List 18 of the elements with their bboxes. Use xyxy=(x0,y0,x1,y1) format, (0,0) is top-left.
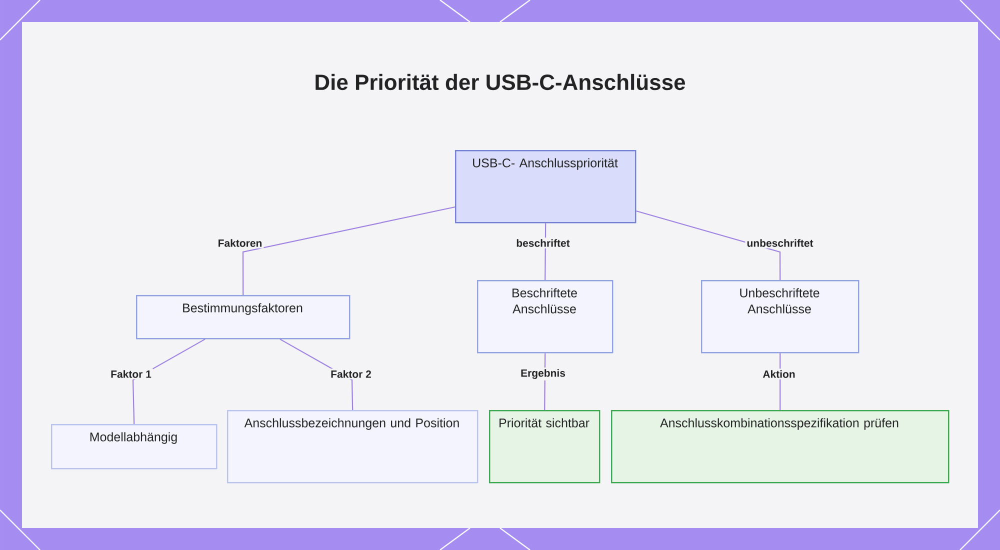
connector xyxy=(636,210,781,280)
edge-label: unbeschriftet xyxy=(745,238,815,248)
edge-label: Faktoren xyxy=(216,238,264,248)
box-root: USB-C- Anschlusspriorität xyxy=(455,150,636,224)
connector xyxy=(242,206,456,295)
edge-label: Ergebnis xyxy=(519,368,567,380)
box: Unbeschriftete Anschlüsse xyxy=(701,280,860,354)
box: Anschlusskombinationsspezifikation prüfen xyxy=(611,410,950,484)
box: Bestimmungsfaktoren xyxy=(136,295,350,340)
edge-label: Faktor 2 xyxy=(329,368,373,380)
edge-label: Aktion xyxy=(761,368,797,380)
box: Priorität sichtbar xyxy=(489,410,600,484)
box: Anschlussbezeichnungen und Position xyxy=(227,410,478,484)
box: Beschriftete Anschlüsse xyxy=(477,280,614,354)
edge-label: Faktor 1 xyxy=(109,368,153,380)
title: Die Priorität der USB-C-Anschlüsse xyxy=(316,74,686,90)
box: Modellabhängig xyxy=(51,424,218,470)
edge-label: beschriftet xyxy=(514,238,572,248)
